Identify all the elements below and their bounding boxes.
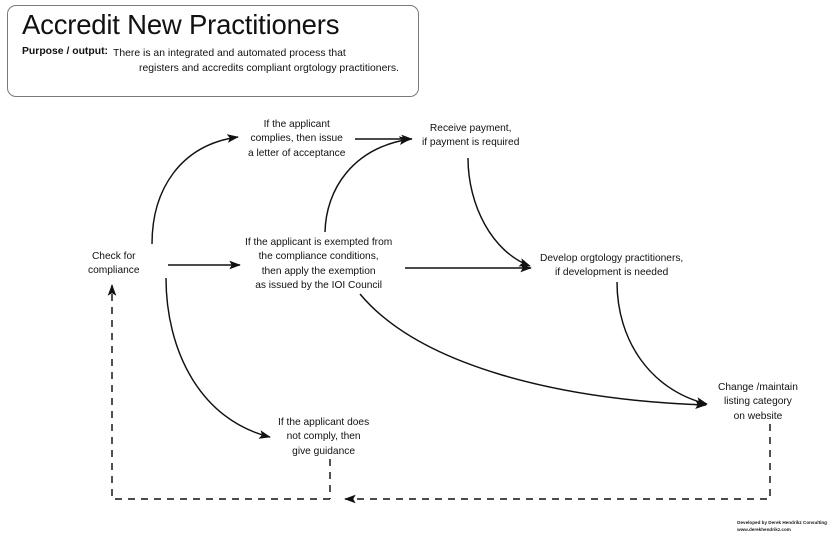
node-applicant-complies[interactable]: If the applicant complies, then issue a … — [248, 118, 345, 161]
node-line: If the applicant is exempted from — [245, 237, 393, 248]
purpose-row: Purpose / output: There is an integrated… — [22, 46, 406, 77]
dashed-change-to-bottom — [344, 424, 771, 504]
purpose-text: There is an integrated and automated pro… — [113, 46, 399, 77]
node-line: if development is needed — [555, 267, 669, 279]
arrow-check-to-complies — [151, 134, 239, 245]
arrow-exempted-to-change — [359, 293, 707, 409]
node-line: compliance — [88, 265, 140, 277]
node-line: complies, then issue — [250, 133, 343, 145]
node-line: Check for — [91, 251, 136, 262]
arrow-exempted-to-payment — [324, 136, 411, 233]
page-title: Accredit New Practitioners — [22, 9, 340, 40]
node-line: a letter of acceptance — [248, 147, 346, 159]
node-line: Receive payment, — [429, 123, 512, 134]
dashed-bottom-to-check — [107, 284, 330, 500]
node-line: If the applicant does — [278, 417, 370, 428]
node-change-maintain-listing[interactable]: Change /maintain listing category on web… — [718, 381, 798, 424]
credit-block: Developed by Derek Hendrikz Consulting w… — [737, 519, 827, 534]
credit-line-1: Developed by Derek Hendrikz Consulting — [737, 519, 827, 525]
node-line: If the applicant — [263, 119, 330, 130]
purpose-line-1: There is an integrated and automated pro… — [113, 47, 346, 59]
node-line: listing category — [723, 396, 792, 408]
credit-line-2: www.derekhendrikz.com — [737, 527, 791, 533]
node-line: not comply, then — [286, 431, 361, 443]
arrow-payment-to-develop — [467, 157, 531, 267]
node-applicant-exempted[interactable]: If the applicant is exempted from the co… — [245, 236, 392, 294]
node-line: Develop orgtology practitioners, — [540, 253, 684, 264]
purpose-label: Purpose / output: — [22, 46, 109, 58]
node-line: if payment is required — [422, 137, 520, 149]
purpose-line-2: registers and accredits compliant orgtol… — [139, 63, 399, 75]
node-line: the compliance conditions, — [258, 251, 379, 263]
node-check-for-compliance[interactable]: Check for compliance — [88, 250, 140, 279]
node-applicant-not-comply[interactable]: If the applicant does not comply, then g… — [278, 416, 369, 459]
arrow-develop-to-change — [616, 281, 708, 406]
node-line: give guidance — [292, 445, 356, 457]
node-line: on website — [733, 410, 783, 422]
node-line: as issued by the IOI Council — [255, 280, 383, 292]
node-line: then apply the exemption — [261, 265, 376, 277]
node-develop-practitioners[interactable]: Develop orgtology practitioners, if deve… — [540, 252, 683, 281]
title-card: Accredit New Practitioners Purpose / out… — [7, 5, 419, 97]
node-receive-payment[interactable]: Receive payment, if payment is required — [422, 122, 519, 151]
node-line: Change /maintain — [718, 382, 798, 393]
arrow-exempted-to-notcomply — [165, 277, 271, 439]
